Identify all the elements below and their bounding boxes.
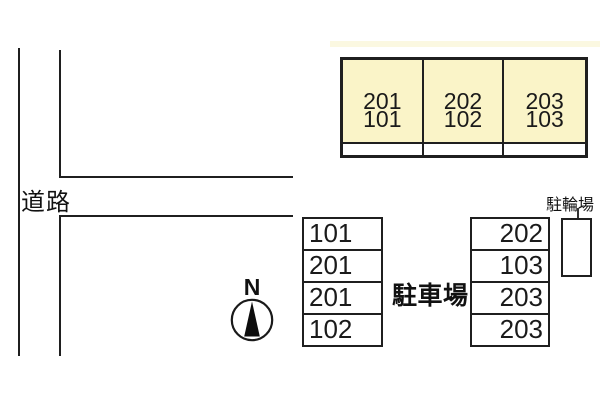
building-north-strip	[330, 41, 600, 47]
unit-1-lower-number: 101	[363, 106, 402, 132]
parking-table-right: 202 103 203 203	[470, 217, 550, 347]
building-entry-strip-1	[343, 144, 424, 155]
compass: N	[228, 276, 276, 346]
road-label: 道路	[21, 189, 71, 216]
parking-stall: 101	[304, 219, 381, 251]
unit-1-upper-number: 201	[363, 88, 402, 114]
building-unit-1: 201 101	[343, 60, 424, 144]
parking-stall: 102	[309, 314, 353, 344]
building-unit-2: 202 102	[423, 60, 505, 144]
parking-stall: 201	[304, 251, 381, 283]
parking-stall: 203	[472, 283, 548, 315]
unit-2-upper-number: 202	[443, 88, 483, 114]
building-unit-3: 203 103	[504, 60, 585, 144]
compass-north-label: N	[243, 274, 261, 300]
unit-3-upper-number: 203	[525, 88, 564, 114]
building-entry-strip-2	[423, 144, 505, 155]
compass-rose-icon	[230, 298, 274, 342]
parking-label: 駐車場	[392, 282, 469, 310]
parking-stall: 202	[472, 219, 548, 251]
parking-stall: 201	[304, 283, 381, 315]
bicycle-parking-label: 駐輪場	[546, 197, 595, 214]
parking-table-left: 101 201 201 102	[302, 217, 383, 347]
bicycle-parking-box	[561, 218, 592, 277]
property-boundary-horizontal-upper	[59, 176, 293, 178]
property-boundary-vertical-lower	[59, 215, 61, 356]
unit-2-lower-number: 102	[443, 106, 483, 132]
parking-stall: 203	[499, 314, 543, 344]
road-outer-edge-line	[18, 48, 20, 356]
building-entry-strip-3	[504, 144, 585, 155]
property-boundary-horizontal-lower	[59, 215, 293, 217]
property-boundary-vertical-upper	[59, 50, 61, 178]
parking-stall: 103	[472, 251, 548, 283]
building-block: 201 101 202 102 203 103	[340, 57, 588, 158]
unit-3-lower-number: 103	[525, 106, 564, 132]
